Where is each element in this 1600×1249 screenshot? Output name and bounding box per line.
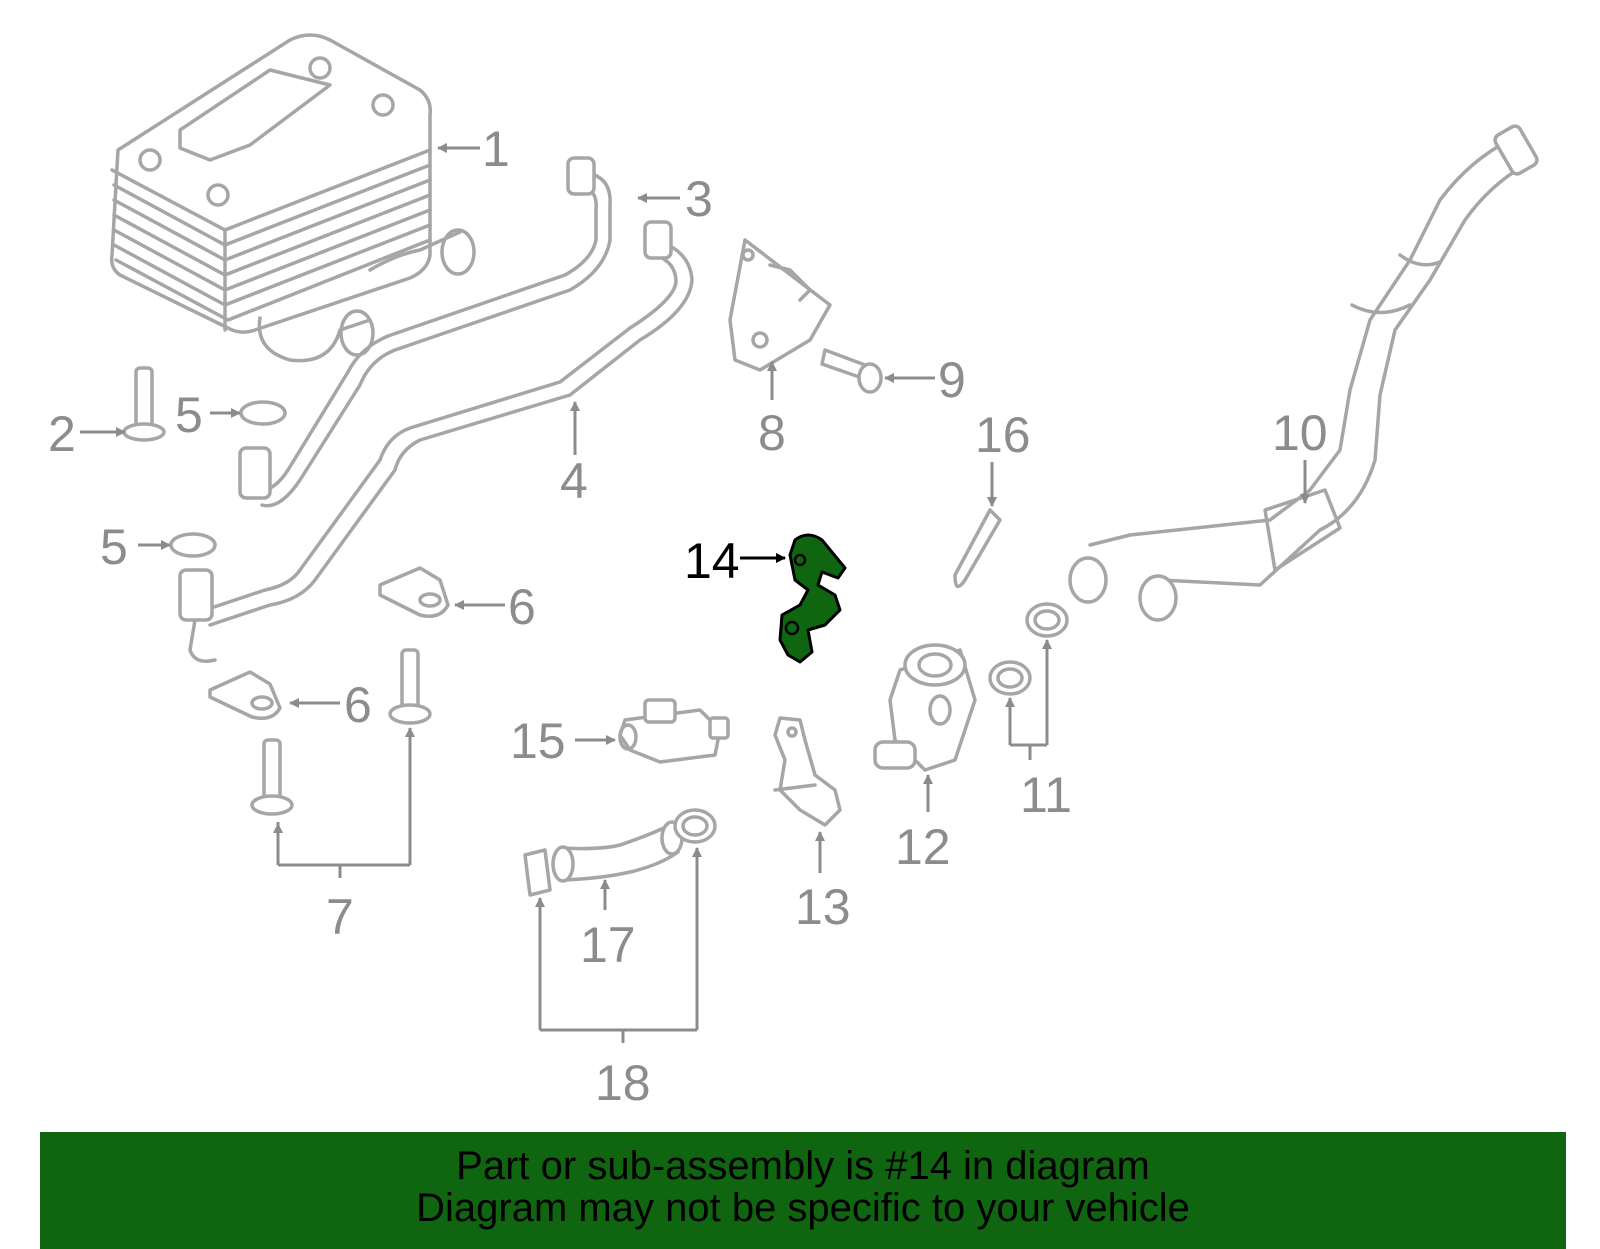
o-ring-part-5a (239, 400, 287, 426)
clip-part-16 (953, 508, 1002, 589)
oil-cooler-part-1 (109, 33, 476, 363)
bolt-part-7b (250, 738, 294, 816)
bracket-part-13 (773, 716, 842, 827)
clamp-part-11a (1025, 602, 1069, 638)
callout-4: 4 (560, 453, 588, 509)
callout-6a: 6 (508, 579, 536, 635)
callout-6b: 6 (344, 677, 372, 733)
coolant-pipe-part-10 (1068, 124, 1539, 622)
hose-part-17 (551, 820, 684, 883)
info-banner: Part or sub-assembly is #14 in diagram D… (40, 1132, 1566, 1249)
callout-17: 17 (580, 917, 636, 973)
bolt-part-2 (122, 366, 166, 442)
clamp-part-18b (673, 808, 717, 844)
oil-line-part-4 (178, 220, 694, 663)
callout-16: 16 (975, 407, 1031, 463)
bolt-part-7a (388, 648, 432, 725)
callout-3: 3 (685, 171, 713, 227)
callout-7: 7 (326, 889, 354, 945)
leader-lines (80, 143, 1310, 1043)
bracket-part-6b (208, 670, 282, 721)
callout-1: 1 (482, 121, 510, 177)
callout-2: 2 (48, 406, 76, 462)
callout-15: 15 (510, 713, 566, 769)
actuator-part-15 (618, 698, 730, 764)
oil-line-part-3 (238, 156, 612, 508)
clamp-part-11b (988, 660, 1032, 696)
bracket-part-14 (778, 533, 847, 664)
callout-5a: 5 (175, 387, 203, 443)
banner-line-1: Part or sub-assembly is #14 in diagram (456, 1144, 1150, 1188)
callout-10: 10 (1272, 405, 1328, 461)
bracket-part-8 (728, 238, 832, 372)
callout-9: 9 (938, 352, 966, 408)
clamp-part-18a (523, 848, 552, 897)
bracket-part-6a (378, 566, 450, 618)
banner-line-2: Diagram may not be specific to your vehi… (416, 1186, 1190, 1230)
valve-part-12 (873, 643, 977, 772)
callout-14: 14 (684, 533, 740, 589)
callout-18: 18 (595, 1055, 651, 1111)
o-ring-part-5b (169, 532, 217, 558)
callout-11: 11 (1020, 767, 1072, 823)
callout-5b: 5 (100, 519, 128, 575)
callout-8: 8 (758, 405, 786, 461)
callout-labels: 1 2 3 4 5 5 6 6 7 8 9 10 11 12 13 14 15 … (48, 121, 1328, 1111)
callout-12: 12 (895, 819, 951, 875)
callout-13: 13 (795, 879, 851, 935)
bolt-part-9 (820, 348, 883, 394)
